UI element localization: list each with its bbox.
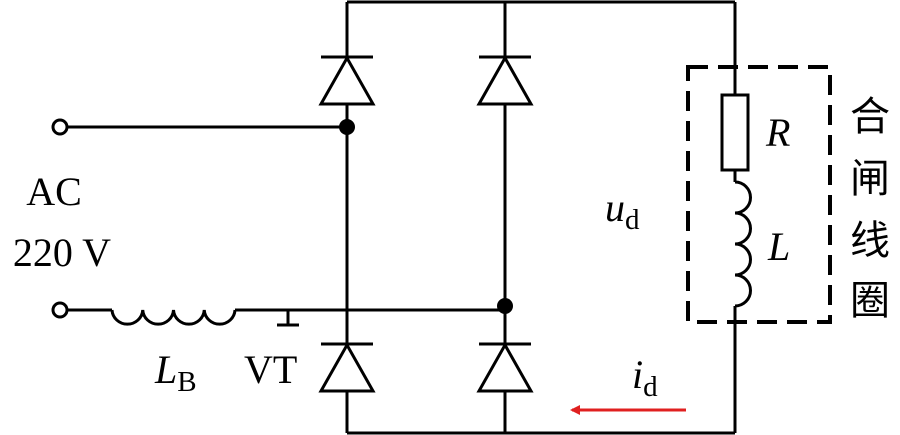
diode-top-left [318,54,376,106]
label-LB-main: L [154,347,177,392]
resistor-R [720,93,750,172]
closing-coil-dashed-box [686,65,832,324]
junction-dot-right [497,298,513,314]
label-VT: VT [244,347,297,392]
label-LB-sub: B [177,366,196,398]
label-L: L [767,224,790,269]
ac-terminal-top [51,118,69,136]
diode-bottom-left [318,341,376,393]
label-id-main: i [632,352,643,397]
junction-dot-left [339,119,355,135]
ac-input-wires [68,125,505,312]
coil-title-char-3: 线 [850,218,890,264]
label-id: id [632,352,658,403]
label-220v: 220 V [13,230,111,275]
inductor-LB-coil [110,309,237,326]
label-R: R [765,110,790,155]
inductor-L-coil [734,180,752,308]
label-ac: AC [26,169,82,214]
coil-title-char-1: 合 [850,94,890,140]
diode-top-right [476,54,534,106]
coil-title-char-4: 圈 [850,278,890,324]
bridge-wires [345,0,737,435]
label-ud: ud [605,185,640,236]
coil-title-char-2: 闸 [850,156,890,202]
label-ud-main: u [605,185,625,230]
label-ud-sub: d [625,204,640,236]
label-id-sub: d [643,371,658,403]
ac-terminal-bottom [51,301,69,319]
label-LB: LB [154,347,197,398]
switch-VT [277,308,299,327]
diode-bottom-right [476,341,534,393]
